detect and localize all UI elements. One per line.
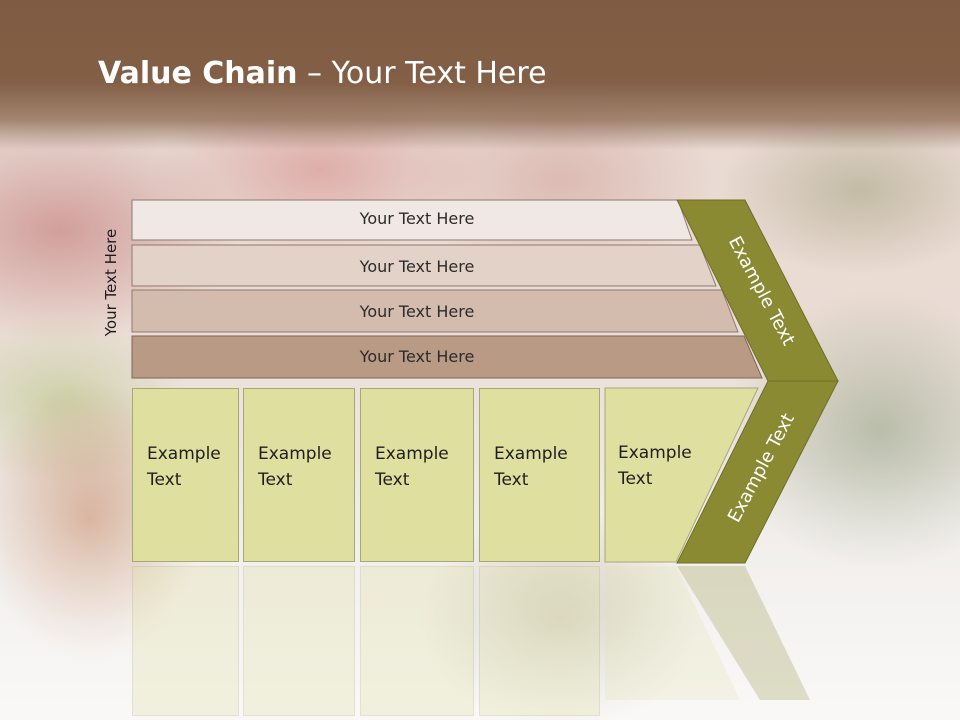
column-4-line1: Example <box>494 444 568 464</box>
column-2-line2: Text <box>258 470 293 490</box>
row-bar-1 <box>131 199 693 241</box>
column-3-reflection <box>360 566 474 716</box>
column-4-reflection <box>479 566 600 716</box>
column-5-reflection <box>605 566 740 700</box>
column-5-line2: Text <box>618 469 653 489</box>
column-4: Example Text <box>479 388 600 562</box>
column-3-line2: Text <box>375 470 410 490</box>
column-4-line2: Text <box>494 470 529 490</box>
column-3-text: Example Text <box>375 441 449 493</box>
row-bar-3 <box>131 289 739 333</box>
title-bar <box>0 0 960 150</box>
row-label-2: Your Text Here <box>359 257 475 276</box>
column-1-reflection <box>132 566 239 716</box>
column-1-line2: Text <box>147 470 182 490</box>
column-1-line1: Example <box>147 444 221 464</box>
column-5-text: Example Text <box>618 440 692 492</box>
slide-title-rest: – Your Text Here <box>297 56 547 91</box>
slide-title-bold: Value Chain <box>98 56 298 91</box>
column-4-text: Example Text <box>494 441 568 493</box>
column-2-text: Example Text <box>258 441 332 493</box>
slide-title: Value Chain – Your Text Here <box>98 56 547 91</box>
row-label-3: Your Text Here <box>359 302 475 321</box>
row-label-4: Your Text Here <box>359 347 475 366</box>
row-label-1: Your Text Here <box>359 209 475 228</box>
column-2-line1: Example <box>258 444 332 464</box>
chevron-reflection <box>677 566 810 700</box>
chevron-bottom <box>676 380 839 564</box>
column-5-shape <box>604 387 759 563</box>
column-2: Example Text <box>243 388 355 562</box>
column-5-line1: Example <box>618 443 692 463</box>
column-1: Example Text <box>132 388 239 562</box>
row-bar-4 <box>131 335 763 379</box>
row-bar-2 <box>131 244 717 287</box>
column-3: Example Text <box>360 388 474 562</box>
column-2-reflection <box>243 566 355 716</box>
column-1-text: Example Text <box>147 441 221 493</box>
column-3-line1: Example <box>375 444 449 464</box>
